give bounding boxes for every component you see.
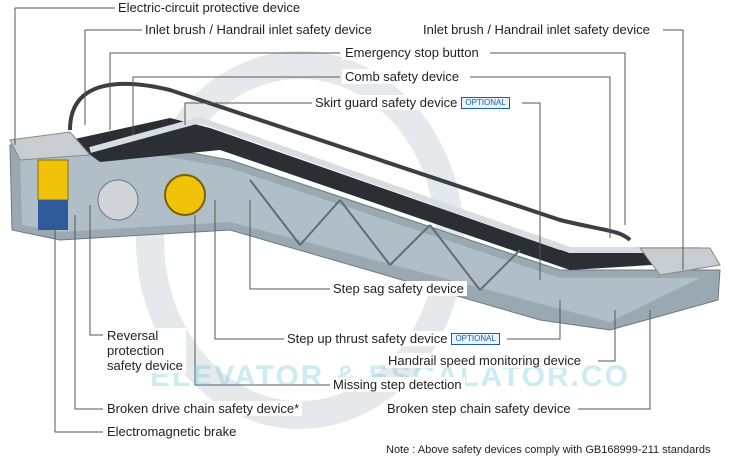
label-step-sag: Step sag safety device (330, 281, 467, 296)
label-skirt-guard-text: Skirt guard safety device (315, 95, 458, 110)
step-band (70, 118, 700, 270)
label-line: protection (107, 343, 165, 358)
truss-diagonals (249, 179, 521, 291)
bottom-landing (639, 247, 721, 276)
label-line: Reversal (107, 328, 159, 343)
brake-unit (38, 200, 68, 230)
drive-sheave (97, 179, 139, 221)
drive-gear (164, 174, 206, 216)
label-handrail-speed: Handrail speed monitoring device (385, 353, 584, 368)
label-missing-step: Missing step detection (330, 377, 465, 392)
leader-lines (14, 7, 684, 433)
handrail (68, 81, 632, 242)
label-electric-circuit: Electric-circuit protective device (115, 0, 304, 15)
optional-badge: OPTIONAL (451, 333, 500, 345)
top-landing (9, 131, 92, 161)
label-inlet-brush-left: Inlet brush / Handrail inlet safety devi… (142, 22, 375, 37)
label-reversal-protection: Reversal protection safety device (104, 328, 186, 373)
label-broken-drive-chain: Broken drive chain safety device* (104, 401, 303, 416)
motor (37, 159, 69, 201)
balustrade (89, 116, 700, 253)
label-broken-step-chain: Broken step chain safety device (384, 401, 574, 416)
label-inlet-brush-right: Inlet brush / Handrail inlet safety devi… (420, 22, 653, 37)
optional-badge: OPTIONAL (461, 97, 510, 109)
label-emergency-stop: Emergency stop button (342, 45, 482, 60)
label-comb-safety: Comb safety device (342, 69, 463, 84)
label-line: safety device (107, 358, 183, 373)
standards-note: Note : Above safety devices comply with … (386, 444, 711, 456)
label-step-up-thrust-text: Step up thrust safety device (287, 331, 448, 346)
label-electromagnetic-brake: Electromagnetic brake (104, 424, 240, 439)
